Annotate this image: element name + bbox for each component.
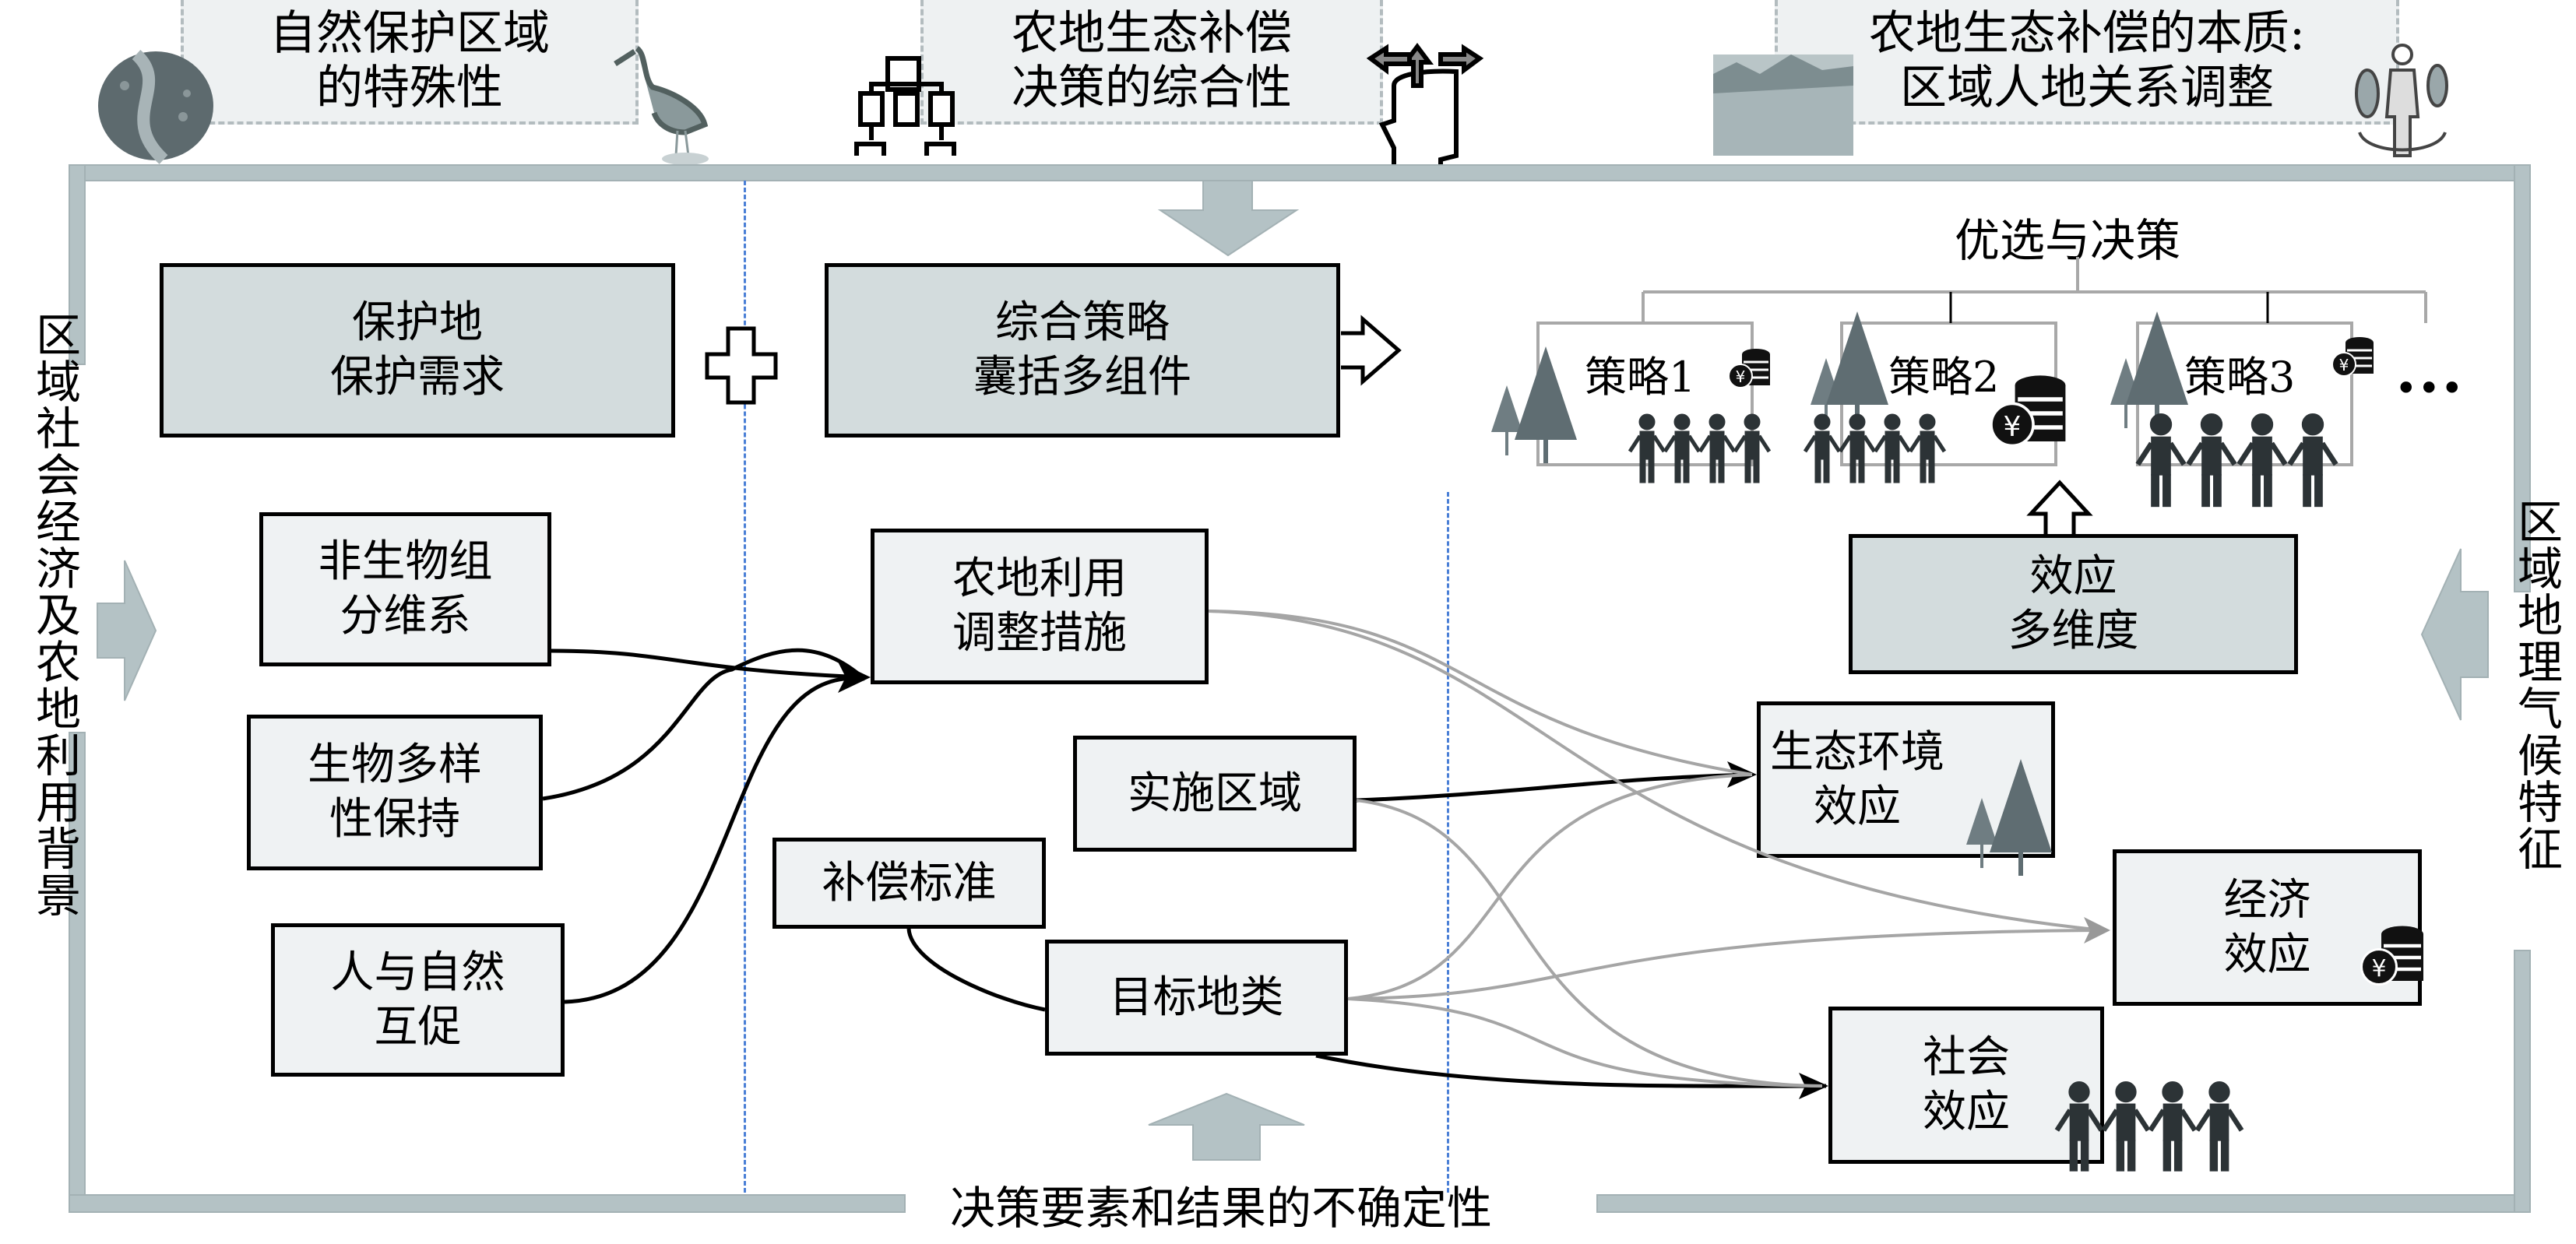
left-side-label: 区域社会经济及农地利用背景 [28, 311, 81, 919]
land-use-measures-box: 农地利用调整措施 [871, 529, 1209, 684]
box-text: 效应 [1814, 781, 1901, 832]
box-text: 性保持 [329, 794, 460, 845]
box-text: 补偿标准 [822, 857, 997, 908]
social-effect-box: 社会效应 [1828, 1007, 2104, 1164]
hollow-arrow-right-icon [1341, 315, 1402, 386]
frame-bottom-bar-right [1596, 1194, 2531, 1213]
more-strategies-ellipsis: ••• [2395, 366, 2464, 411]
yuan-coins-icon [1727, 347, 1772, 389]
header-text-line1: 农地生态补偿 [1012, 6, 1292, 61]
strategy-3-label: 策略3 [2184, 353, 2296, 402]
tree-icon [1515, 346, 1577, 463]
frame-right-bar-top [2514, 164, 2531, 592]
people-holding-hands-icon [1630, 414, 1769, 483]
frame-top-bar [69, 164, 2531, 181]
hollow-arrow-up-icon [2026, 480, 2093, 534]
link-standard-to-target [906, 928, 1046, 1012]
strategy-1-label: 策略1 [1585, 353, 1696, 402]
bottom-uncertainty-label: 决策要素和结果的不确定性 [950, 1182, 1493, 1235]
strategy-2-label: 策略2 [1888, 353, 2000, 402]
frame-left-bar-top [69, 164, 86, 365]
box-text: 目标地类 [1109, 972, 1284, 1023]
box-text: 效应 [2223, 929, 2311, 980]
frame-right-bar-bottom [2514, 950, 2531, 1213]
box-text: 保护地 [352, 297, 483, 348]
box-text: 调整措施 [952, 608, 1127, 659]
link-target-to-economic [1347, 929, 2103, 1000]
header-text-line1: 农地生态补偿的本质: [1868, 6, 2306, 61]
people-holding-hands-icon [1805, 414, 1944, 483]
header-box-essence: 农地生态补偿的本质: 区域人地关系调整 [1775, 0, 2399, 125]
link-target-to-eco [1347, 773, 1753, 1000]
box-text: 实施区域 [1128, 768, 1302, 819]
box-text: 综合策略 [995, 297, 1170, 348]
link-biodiversity-to-landuse [542, 648, 866, 801]
header-text-line2: 区域人地关系调整 [1900, 61, 2274, 115]
box-text: 多维度 [2008, 606, 2139, 656]
right-side-label: 区域地理气候特征 [2510, 498, 2563, 872]
human-nature-box: 人与自然互促 [271, 923, 565, 1077]
box-text: 互促 [374, 1001, 462, 1052]
frame-bottom-bar-left [69, 1194, 906, 1213]
box-text: 农地利用 [952, 553, 1127, 604]
plus-icon [705, 326, 778, 405]
box-text: 囊括多组件 [973, 352, 1191, 402]
protection-demand-box: 保护地保护需求 [160, 263, 675, 438]
box-text: 经济 [2223, 874, 2311, 926]
yuan-coins-icon [1991, 375, 2065, 445]
tree-icon [2110, 358, 2141, 428]
box-text: 分维系 [340, 591, 471, 641]
box-text: 人与自然 [330, 947, 505, 998]
eco-environment-effect-box: 生态环境效应 [1757, 701, 2055, 858]
biodiversity-box: 生物多样性保持 [247, 715, 543, 870]
down-arrow-icon [1157, 180, 1300, 257]
selection-decision-title: 优选与决策 [1955, 214, 2181, 267]
compensation-standard-box: 补偿标准 [772, 838, 1046, 929]
target-land-type-box: 目标地类 [1045, 940, 1348, 1056]
implementation-area-box: 实施区域 [1073, 736, 1357, 852]
header-text-line1: 自然保护区域 [269, 6, 550, 61]
box-text: 非生物组 [318, 536, 493, 587]
people-holding-hands-icon [2138, 414, 2335, 507]
box-text: 保护需求 [330, 352, 505, 402]
tree-icon [2126, 311, 2188, 428]
up-arrow-icon [1148, 1092, 1305, 1161]
divider-left [744, 181, 746, 1193]
header-box-nature-reserve: 自然保护区域 的特殊性 [181, 0, 639, 125]
tree-icon [1811, 358, 1842, 428]
tree-icon [1491, 385, 1522, 455]
header-box-decision-comprehensiveness: 农地生态补偿 决策的综合性 [920, 0, 1383, 125]
box-text: 生态环境 [1770, 726, 1944, 778]
yuan-coins-icon [2331, 336, 2375, 378]
integrated-strategy-box: 综合策略囊括多组件 [825, 263, 1340, 438]
header-text-line2: 决策的综合性 [1012, 61, 1292, 115]
left-in-arrow-icon [97, 560, 157, 701]
box-text: 效应 [1923, 1087, 2010, 1137]
link-target-to-social [1315, 1053, 1827, 1091]
box-text: 社会 [1923, 1032, 2010, 1083]
abiotic-box: 非生物组分维系 [259, 512, 551, 666]
header-text-line2: 的特殊性 [316, 61, 503, 115]
link-abiotic-to-landuse [551, 648, 865, 680]
link-area-to-social [1356, 799, 1823, 1088]
link-area-to-eco [1356, 771, 1753, 803]
box-text: 效应 [2029, 551, 2117, 602]
tree-icon [1826, 311, 1888, 428]
economic-effect-box: 经济效应 [2113, 849, 2422, 1006]
multi-dimension-effects-box: 效应多维度 [1849, 534, 2298, 674]
divider-right [1447, 492, 1449, 1193]
link-target-to-social-grey [1347, 997, 1823, 1088]
box-text: 生物多样 [308, 740, 482, 790]
right-in-arrow-icon [2420, 548, 2489, 721]
